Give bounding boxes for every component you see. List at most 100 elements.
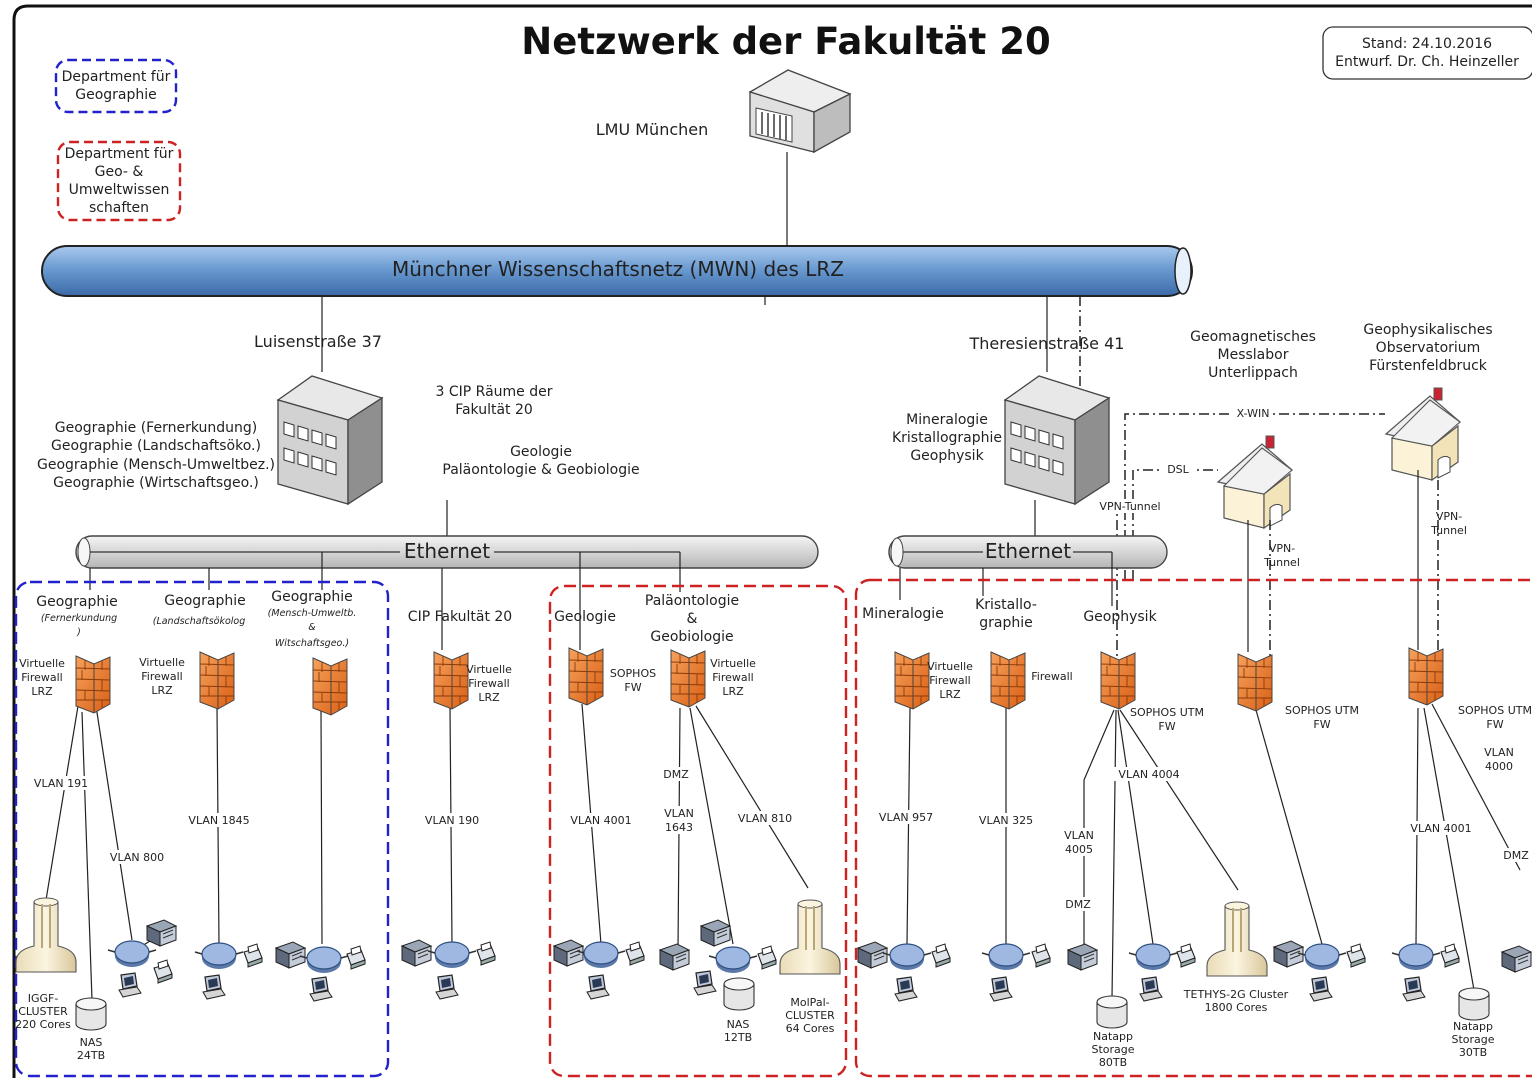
- hub-gland: [194, 942, 263, 1000]
- nas-24tb-icon: [75, 997, 107, 1031]
- tethys-l1: TETHYS-2G Cluster: [1183, 988, 1289, 1001]
- dept-gmens-sub1: (Mensch-Umweltb.: [268, 608, 357, 619]
- dmz-observ: DMZ: [1503, 849, 1529, 862]
- firewall-gland-icon: [199, 651, 235, 710]
- hub-gfern: [107, 940, 173, 998]
- natapp80-l3: 80TB: [1099, 1056, 1127, 1069]
- vlan-800: VLAN 800: [110, 851, 164, 864]
- server-observ-icon: [1501, 945, 1532, 973]
- firewall-cip-icon: [433, 651, 469, 710]
- hub-krist: [981, 943, 1051, 1002]
- fw-cip-l2: Firewall: [468, 677, 509, 690]
- fw-geol-l1: SOPHOS: [610, 667, 656, 680]
- luisen-unit-1: Geographie (Fernerkundung): [55, 420, 257, 436]
- fw-cip-l3: LRZ: [478, 691, 500, 704]
- lmu-building-icon: [748, 69, 852, 154]
- natapp-80tb-icon: [1096, 995, 1128, 1029]
- lmu-label: LMU München: [596, 120, 709, 139]
- vlan-957: VLAN 957: [879, 811, 933, 824]
- pc-icon: [118, 972, 142, 998]
- hub-geol: [576, 941, 645, 1000]
- ethernet-theresien-label: Ethernet: [985, 539, 1071, 563]
- hub-gmens: [299, 945, 366, 1002]
- molpal-l2: CLUSTER: [785, 1009, 835, 1022]
- fw-miner-l3: LRZ: [939, 688, 961, 701]
- box-theresien: [854, 578, 1532, 1078]
- hub-geomag: [1297, 943, 1366, 1002]
- mwn-backbone: Münchner Wissenschaftsnetz (MWN) des LRZ: [41, 245, 1193, 297]
- printer-icon: [153, 959, 173, 984]
- fw-gland-l1: Virtuelle: [139, 656, 185, 669]
- iggf-l3: 220 Cores: [15, 1018, 71, 1031]
- theresien-building-icon: [1004, 375, 1110, 505]
- observ-l1: Geophysikalisches: [1363, 322, 1492, 338]
- fw-cip-l1: Virtuelle: [466, 663, 512, 676]
- vlan-191: VLAN 191: [34, 777, 88, 790]
- fw-observ-l1: SOPHOS UTM: [1458, 704, 1532, 717]
- vlan-4005-l2: 4005: [1065, 843, 1093, 856]
- dept-gphys-name: Geophysik: [1083, 609, 1157, 625]
- molpal-l1: MolPal-: [790, 996, 829, 1009]
- dsl-label: DSL: [1167, 463, 1189, 476]
- firewall-miner-icon: [894, 651, 930, 710]
- iggf-l2: CLUSTER: [18, 1005, 68, 1018]
- outer-frame: [12, 4, 1532, 1078]
- natapp80-l2: Storage: [1091, 1043, 1134, 1056]
- geomag-house-icon: [1217, 435, 1293, 529]
- vlan-4001-observ: VLAN 4001: [1410, 822, 1471, 835]
- stand-box: [1322, 26, 1532, 80]
- observ-house-icon: [1385, 387, 1461, 481]
- luisen-geo-l1: Geologie: [510, 444, 572, 460]
- fw-geomag-l2: FW: [1313, 718, 1330, 731]
- hub-miner: [882, 943, 951, 1002]
- ethernet-drops: [89, 552, 1113, 650]
- luisen-cip-l1: 3 CIP Räume der: [436, 384, 553, 400]
- vlan-4000-l1: VLAN: [1484, 746, 1514, 759]
- fw-gland-l3: LRZ: [151, 684, 173, 697]
- natapp30-l3: 30TB: [1459, 1046, 1487, 1059]
- luisen-unit-2: Geographie (Landschaftsöko.): [51, 438, 261, 454]
- dept-geol-name: Geologie: [554, 609, 616, 625]
- natapp30-l2: Storage: [1451, 1033, 1494, 1046]
- luisen-label: Luisenstraße 37: [254, 332, 382, 351]
- legend-geo-umwelt-l1: Department für: [65, 146, 174, 162]
- ethernet-luisen: Ethernet: [75, 535, 819, 569]
- fw-palae-l2: Firewall: [712, 671, 753, 684]
- dept-gmens-sub3: Witschaftsgeo.): [275, 638, 349, 649]
- vlan-labels: VLAN 191 VLAN 800 VLAN 1845 VLAN 190 VLA…: [30, 745, 1532, 911]
- tethys-cluster-icon: [1206, 901, 1268, 977]
- fw-geomag-l1: SOPHOS UTM: [1285, 704, 1359, 717]
- geomag-l3: Unterlippach: [1208, 365, 1298, 381]
- vlan-1845: VLAN 1845: [188, 814, 249, 827]
- natapp30-l1: Natapp: [1453, 1020, 1493, 1033]
- server-geomag-icon: [1273, 940, 1304, 968]
- fw-gland-l2: Firewall: [141, 670, 182, 683]
- server-gfern-icon: [146, 919, 177, 947]
- vlan-1643-l1: VLAN: [664, 807, 694, 820]
- molpal-l3: 64 Cores: [786, 1022, 835, 1035]
- legend-geographie-l2: Geographie: [75, 87, 157, 103]
- stand-date: Stand: 24.10.2016: [1362, 36, 1492, 52]
- firewall-geol-icon: [568, 647, 604, 706]
- dept-palae-name-1: Paläontologie: [645, 593, 739, 609]
- dept-gfern-sub2: ): [76, 627, 81, 638]
- firewall-gphys-icon: [1100, 651, 1136, 710]
- diagram-title: Netzwerk der Fakultät 20: [521, 20, 1050, 63]
- hub-cip: [427, 941, 496, 1000]
- geomag-vpn-l1: VPN-: [1269, 542, 1295, 555]
- mwn-label: Münchner Wissenschaftsnetz (MWN) des LRZ: [392, 257, 844, 281]
- firewall-palae-icon: [670, 649, 706, 708]
- vpn-tunnel-label: VPN-Tunnel: [1099, 500, 1160, 513]
- firewall-gfern-icon: [75, 655, 111, 714]
- vlan-190: VLAN 190: [425, 814, 479, 827]
- observ-l3: Fürstenfeldbruck: [1369, 358, 1488, 374]
- box-geo-palae: [548, 584, 848, 1078]
- luisen-geo-l2: Paläontologie & Geobiologie: [442, 462, 639, 478]
- tethys-l2: 1800 Cores: [1205, 1001, 1268, 1014]
- xwin-link: [1124, 413, 1385, 580]
- fw-geol-l2: FW: [624, 681, 641, 694]
- fw-palae-l1: Virtuelle: [710, 657, 756, 670]
- vlan-4001-geol: VLAN 4001: [570, 814, 631, 827]
- server-cip-icon: [401, 939, 432, 967]
